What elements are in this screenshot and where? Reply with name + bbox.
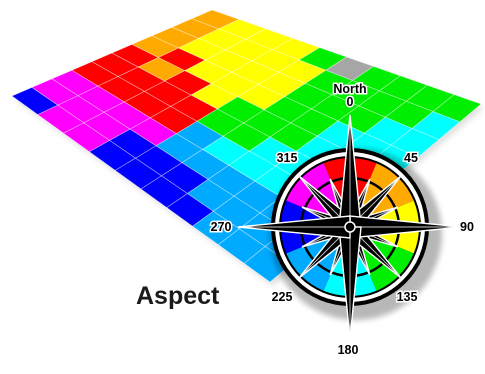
compass-center-dot [344,221,356,233]
compass-degree-label-southwest: 225 [272,290,293,304]
compass-north-label: North [333,82,366,96]
compass-degree-label-north: 0 [347,95,354,109]
diagram-title: Aspect [136,282,220,310]
grid-cell-southeast [432,94,482,123]
compass-degree-label-northwest: 315 [277,151,298,165]
compass-degree-label-northeast: 45 [404,151,418,165]
compass-degree-label-east: 90 [460,220,474,234]
compass-degree-label-southeast: 135 [397,290,418,304]
compass-star [237,114,463,340]
compass-degree-label-south: 180 [338,343,359,357]
compass-degree-label-west: 270 [211,220,232,234]
